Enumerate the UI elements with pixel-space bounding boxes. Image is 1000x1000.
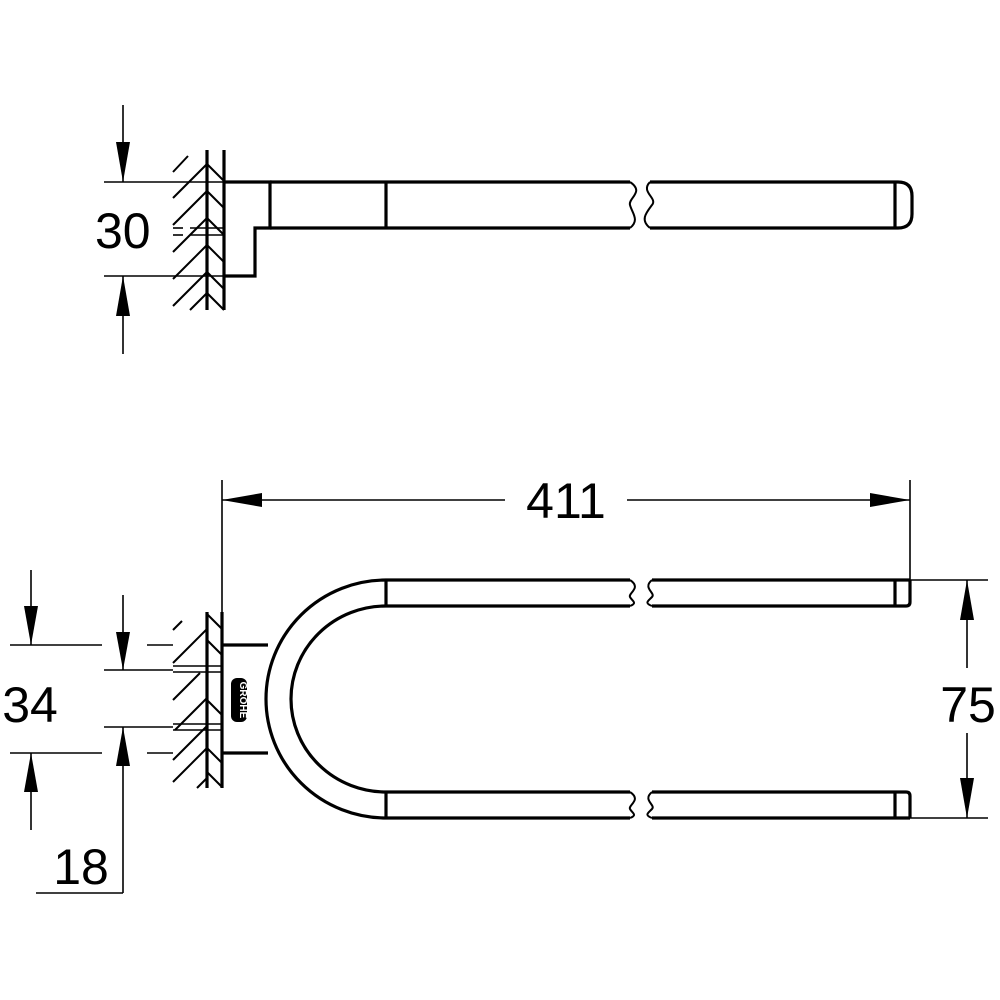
logo-text: GROHE bbox=[237, 682, 248, 719]
rail-loop-inner bbox=[289, 604, 387, 794]
dimension-label-411: 411 bbox=[526, 473, 606, 529]
lower-rail bbox=[384, 790, 912, 820]
dimension-label-75: 75 bbox=[940, 677, 996, 733]
dimension-mount-hole-spacing: 18 bbox=[36, 595, 173, 895]
side-view: 30 bbox=[95, 105, 914, 354]
side-bracket bbox=[224, 180, 272, 278]
upper-rail bbox=[384, 578, 912, 608]
dimension-label-30: 30 bbox=[95, 203, 151, 259]
dimension-overall-length: 411 bbox=[221, 473, 911, 612]
dimension-label-18: 18 bbox=[53, 839, 109, 895]
rail-loop-outer bbox=[264, 578, 387, 820]
wall-hatch-top bbox=[172, 612, 224, 789]
wall-hatch-side bbox=[172, 150, 226, 311]
dimension-flange-height: 34 bbox=[2, 570, 173, 830]
dimension-label-34: 34 bbox=[2, 677, 58, 733]
wall-flange bbox=[222, 643, 268, 755]
dimension-rail-height: 30 bbox=[95, 105, 224, 354]
top-view: GROHE bbox=[2, 473, 996, 895]
side-rail-right bbox=[650, 180, 914, 230]
break-line-side bbox=[628, 181, 638, 229]
dimension-rail-spacing: 75 bbox=[910, 579, 996, 819]
side-rail-left bbox=[270, 180, 630, 230]
brand-logo: GROHE bbox=[231, 678, 248, 722]
